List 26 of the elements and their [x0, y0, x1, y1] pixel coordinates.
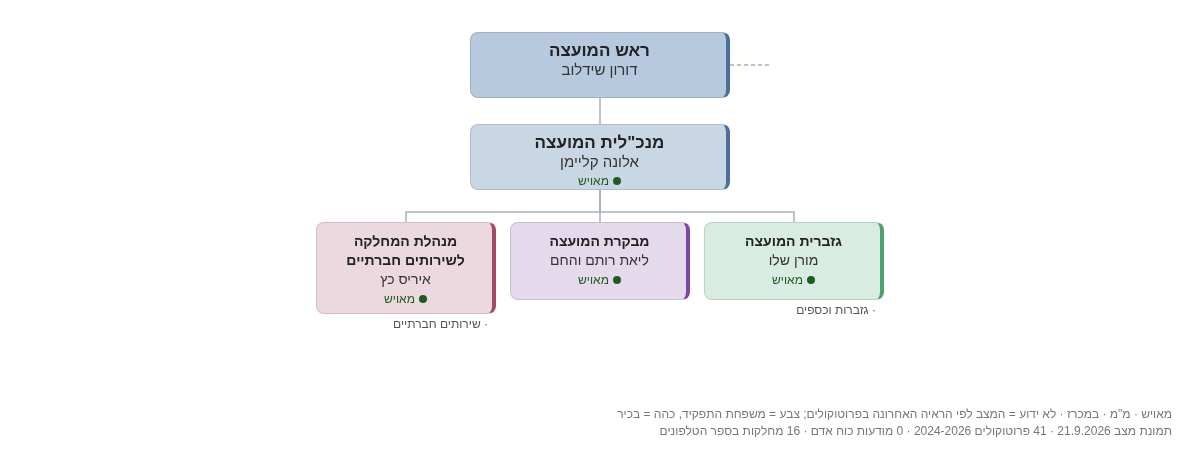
connector-line: [729, 64, 771, 66]
person-name: אלונה קליימן: [559, 152, 640, 171]
role-title: מבקרת המועצה: [548, 232, 651, 251]
connector-line: [599, 97, 601, 125]
role-title: ראש המועצה: [548, 41, 651, 60]
role-title: גזברית המועצה: [744, 232, 843, 251]
status-label: מאויש: [578, 173, 609, 189]
status-label: מאויש: [772, 272, 803, 288]
role-title: מנכ"לית המועצה: [533, 133, 666, 152]
role-title: מנהלת המחלקה לשירותים חברתיים: [345, 232, 466, 270]
person-name: מורן שלו: [767, 251, 820, 270]
role-box: [470, 124, 730, 190]
role-box: [510, 222, 690, 300]
person-name: איריס כץ: [379, 270, 432, 289]
role-box: [704, 222, 884, 300]
footer-note: תמונת מצב 21.9.2026 · 41 פרוטוקולים 2024-2026 · 0 מודעות כוח אדם · 16 מחלקות בספר הטלפונים: [659, 424, 1172, 438]
beside-note: · שירותים חברתיים: [393, 317, 488, 331]
person-name: ליאת רותם והחם: [549, 251, 650, 270]
role-box: [316, 222, 496, 314]
status-label: מאויש: [384, 291, 415, 307]
beside-note: · גזברות וכספים: [796, 303, 876, 317]
footer-note: מאויש · מ"מ · במכרז · לא ידוע = המצב לפי הראיה האחרונה בפרוטוקולים; צבע = משפחת התפקיד, כהה = בכיר: [617, 407, 1172, 421]
person-name: דורון שידלוב: [560, 60, 639, 79]
status-label: מאויש: [578, 272, 609, 288]
connector-line: [405, 189, 601, 223]
role-box: [470, 32, 730, 98]
